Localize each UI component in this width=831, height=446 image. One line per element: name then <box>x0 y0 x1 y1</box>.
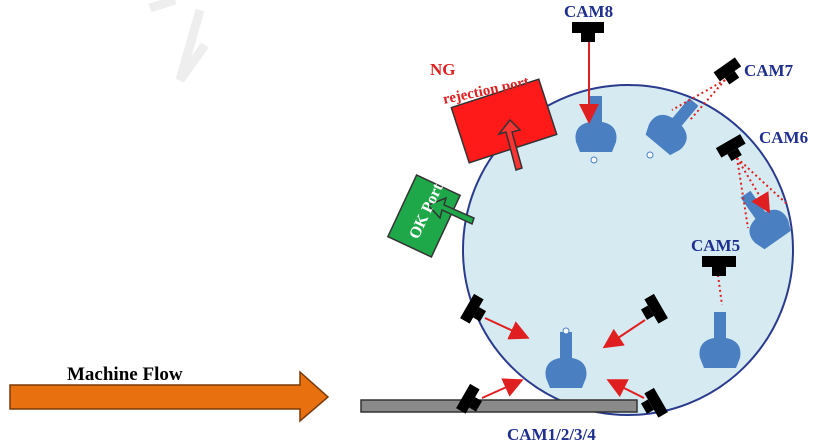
camera-cam1 <box>460 293 487 324</box>
cam5-label: CAM5 <box>691 236 740 255</box>
camera-cam3 <box>456 383 483 414</box>
camera-cam4 <box>640 387 668 418</box>
camera-cam6 <box>715 134 746 162</box>
part-cam7-hole <box>646 151 654 159</box>
camera-cam7 <box>713 57 742 85</box>
cam1234-label: CAM1/2/3/4 <box>507 425 596 444</box>
cam5-view-line <box>717 274 723 306</box>
machine-flow-label: Machine Flow <box>67 364 183 385</box>
part-cam1234-hole <box>562 327 570 335</box>
machine-flow-arrow <box>9 370 330 423</box>
conveyor-belt <box>360 399 638 413</box>
cam8-label: CAM8 <box>564 2 613 21</box>
camera-cam5 <box>702 256 736 276</box>
ng-arrow <box>496 118 523 171</box>
cam7-view-line-a <box>671 79 726 111</box>
cam4-view-line <box>606 379 645 399</box>
cam6-label: CAM6 <box>759 128 808 147</box>
camera-cam8 <box>572 22 604 42</box>
cam2-view-line <box>602 319 646 349</box>
rotary-turntable <box>462 84 794 416</box>
cam6-view-line-a <box>736 157 771 214</box>
cam6-view-line-b <box>736 157 789 206</box>
ok-port: OK Port <box>386 174 475 258</box>
cam1-view-line <box>484 317 530 340</box>
ng-rejection-port <box>450 78 558 171</box>
ng-label: NG <box>430 60 456 79</box>
cam7-view-line-b <box>689 79 726 121</box>
part-top-hole <box>590 156 598 164</box>
ok-arrow <box>426 196 475 226</box>
cam7-label: CAM7 <box>744 61 794 80</box>
camera-cam2 <box>640 293 668 324</box>
cam6-view-line-c <box>736 157 749 229</box>
watermark-mark <box>148 0 209 83</box>
cam3-view-line <box>481 378 524 399</box>
